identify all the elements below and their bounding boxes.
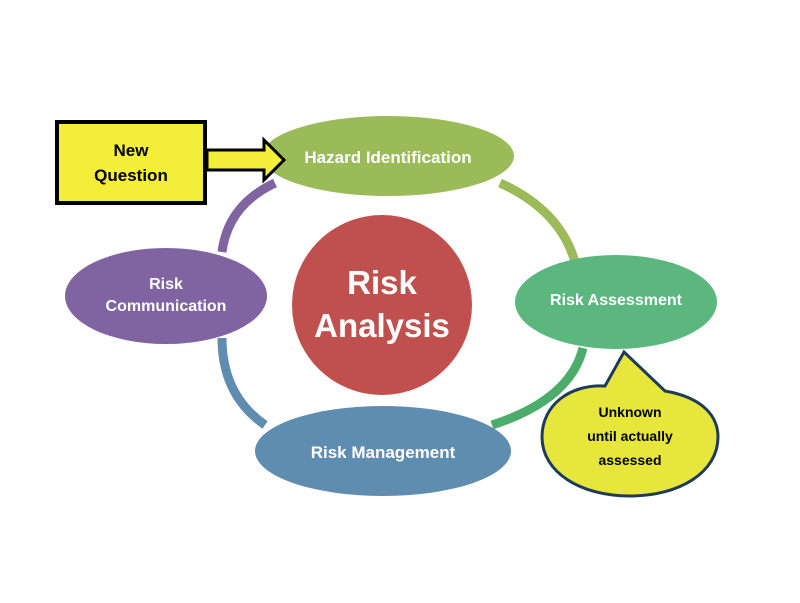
connector-management-to-communication xyxy=(217,337,268,429)
risk-communication-label-line2: Communication xyxy=(106,298,227,315)
callout-line1: Unknown xyxy=(599,404,662,420)
node-risk-management: Risk Management xyxy=(255,406,511,496)
center-risk-analysis: Risk Analysis xyxy=(292,215,472,395)
center-label-line2: Analysis xyxy=(314,307,450,344)
new-question-arrow-icon xyxy=(205,136,287,184)
node-risk-assessment: Risk Assessment xyxy=(515,255,717,349)
connector-hazard-to-assessment xyxy=(498,178,580,264)
connector-assessment-to-management xyxy=(490,346,588,430)
new-question-box: New Question xyxy=(55,120,207,205)
risk-communication-label-line1: Risk xyxy=(149,276,183,293)
unknown-callout-bubble: Unknown until actually assessed xyxy=(540,349,720,498)
risk-management-label: Risk Management xyxy=(311,443,456,462)
new-question-line1: New xyxy=(114,141,150,160)
node-hazard-identification: Hazard Identification xyxy=(262,116,514,196)
callout-line2: until actually xyxy=(587,428,673,444)
risk-assessment-label: Risk Assessment xyxy=(550,292,683,309)
hazard-identification-label: Hazard Identification xyxy=(304,148,471,167)
connector-communication-to-hazard xyxy=(217,178,277,253)
new-question-line2: Question xyxy=(94,166,168,185)
node-risk-communication: Risk Communication xyxy=(65,248,267,344)
center-label-line1: Risk xyxy=(347,264,417,301)
callout-line3: assessed xyxy=(598,452,661,468)
